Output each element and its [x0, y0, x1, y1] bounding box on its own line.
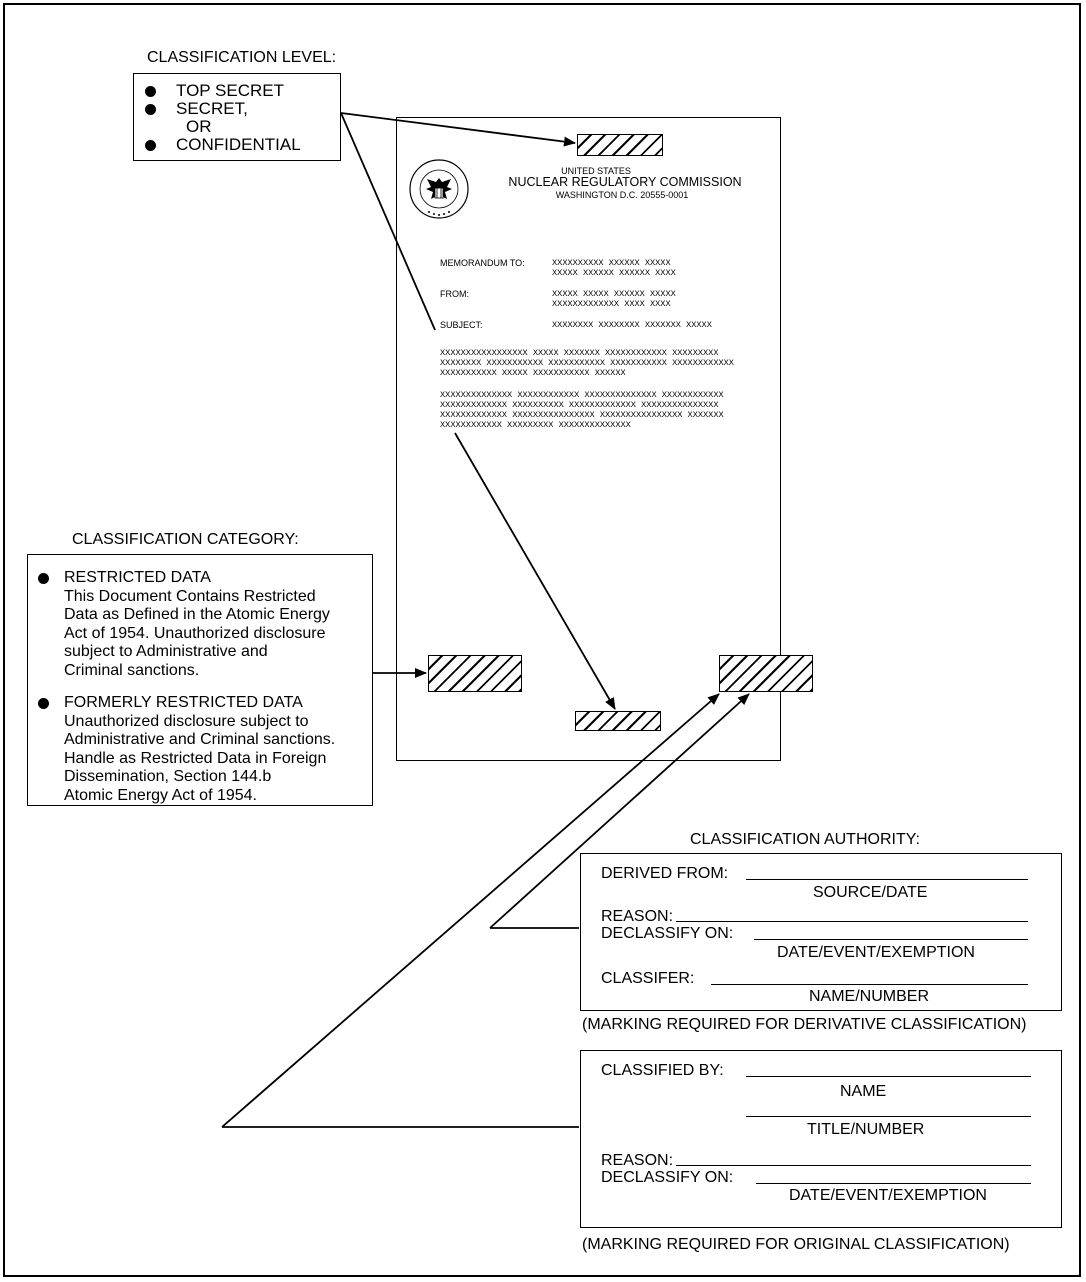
memo-to-label: MEMORANDUM TO:: [440, 258, 525, 268]
category-title: CLASSIFICATION CATEGORY:: [72, 531, 299, 548]
memo-from-line: XXXXXXXXXXXXX XXXX XXXX: [552, 299, 671, 309]
memo-to-line: XXXXXXXXXX XXXXXX XXXXX: [552, 258, 671, 268]
derivative-authority-box: DERIVED FROM: SOURCE/DATE REASON: DECLAS…: [580, 853, 1062, 1011]
bullet: [145, 104, 156, 115]
rd-line: Data as Defined in the Atomic Energy: [64, 606, 330, 623]
memo-subject-line: XXXXXXXX XXXXXXXX XXXXXXX XXXXX: [552, 320, 712, 330]
reason-label: REASON:: [601, 908, 674, 925]
declassify-on-label: DECLASSIFY ON:: [601, 1169, 734, 1186]
category-marking-placeholder: [428, 655, 522, 692]
authority-marking-placeholder: [719, 655, 813, 692]
memo-para2-line: XXXXXXXXXXXX XXXXXXXXX XXXXXXXXXXXXXX: [440, 420, 631, 430]
bullet: [145, 140, 156, 151]
reason-label: REASON:: [601, 1152, 674, 1169]
frd-line: Unauthorized disclosure subject to: [64, 712, 309, 730]
bullet: [145, 86, 156, 97]
date-event-exemption-label: DATE/EVENT/EXEMPTION: [777, 944, 975, 961]
frd-line: Administrative and Criminal sanctions.: [64, 731, 336, 748]
level-item-secret: SECRET,: [176, 99, 248, 118]
declassify-on-line: [756, 1183, 1031, 1184]
diagram-frame: [3, 3, 1081, 1277]
memo-subject-label: SUBJECT:: [440, 320, 483, 330]
rd-heading: RESTRICTED DATA: [64, 569, 211, 586]
derived-from-label: DERIVED FROM:: [601, 865, 729, 882]
level-box: TOP SECRET SECRET, OR CONFIDENTIAL: [133, 73, 341, 161]
level-title: CLASSIFICATION LEVEL:: [147, 49, 337, 66]
title-number-line: [746, 1116, 1031, 1117]
memo-para1-line: XXXXXXXXXXX XXXXX XXXXXXXXXXX XXXXXX: [440, 368, 626, 378]
name-label: NAME: [840, 1083, 887, 1100]
frd-line: Handle as Restricted Data in Foreign: [64, 749, 327, 767]
reason-line: [676, 1165, 1031, 1166]
reason-line: [676, 921, 1028, 922]
bottom-marking-placeholder: [575, 711, 661, 731]
derived-from-line: [746, 879, 1028, 880]
memo-para1-line: XXXXXXXXXXXXXXXXX XXXXX XXXXXXX XXXXXXXX…: [440, 348, 719, 358]
memo-to-line: XXXXX XXXXXX XXXXXX XXXX: [552, 268, 676, 278]
memo-para2-line: XXXXXXXXXXXXXX XXXXXXXXXXXX XXXXXXXXXXXX…: [440, 390, 724, 400]
memo-para1-line: XXXXXXXX XXXXXXXXXXX XXXXXXXXXXX XXXXXXX…: [440, 358, 734, 368]
bullet: [38, 573, 49, 584]
date-event-exemption-label: DATE/EVENT/EXEMPTION: [789, 1187, 987, 1204]
category-box: RESTRICTED DATA This Document Contains R…: [27, 554, 373, 806]
rd-line: This Document Contains Restricted: [64, 587, 316, 605]
frd-line: Dissemination, Section 144.b: [64, 768, 272, 785]
level-item-confidential: CONFIDENTIAL: [176, 135, 301, 154]
classified-by-line: [746, 1076, 1031, 1077]
rd-line: Act of 1954. Unauthorized disclosure: [64, 624, 326, 642]
memo-from-line: XXXXX XXXXX XXXXXX XXXXX: [552, 289, 676, 299]
rd-line: subject to Administrative and: [64, 643, 268, 660]
classifier-label: CLASSIFER:: [601, 970, 695, 987]
frd-line: Atomic Energy Act of 1954.: [64, 786, 257, 804]
derivative-note: (MARKING REQUIRED FOR DERIVATIVE CLASSIF…: [582, 1016, 1027, 1033]
memo-para2-line: XXXXXXXXXXXXX XXXXXXXXXX XXXXXXXXXXXXX X…: [440, 400, 719, 410]
frd-heading: FORMERLY RESTRICTED DATA: [64, 694, 303, 711]
source-date-label: SOURCE/DATE: [813, 884, 928, 901]
bullet: [38, 698, 49, 709]
authority-title: CLASSIFICATION AUTHORITY:: [690, 831, 920, 848]
memo-para2-line: XXXXXXXXXXXXX XXXXXXXXXXXXXXXX XXXXXXXXX…: [440, 410, 724, 420]
original-authority-box: CLASSIFIED BY: NAME TITLE/NUMBER REASON:…: [580, 1050, 1062, 1228]
level-item-top-secret: TOP SECRET: [176, 81, 285, 100]
level-item-or: OR: [186, 117, 212, 136]
nrc-seal-icon: [409, 159, 469, 219]
classifier-line: [711, 984, 1028, 985]
classified-by-label: CLASSIFIED BY:: [601, 1062, 724, 1079]
name-number-label: NAME/NUMBER: [809, 988, 930, 1005]
declassify-on-label: DECLASSIFY ON:: [601, 925, 734, 942]
top-marking-placeholder: [577, 134, 663, 156]
title-number-label: TITLE/NUMBER: [807, 1121, 925, 1138]
original-note: (MARKING REQUIRED FOR ORIGINAL CLASSIFIC…: [582, 1236, 1010, 1253]
rd-line: Criminal sanctions.: [64, 661, 200, 679]
declassify-on-line: [754, 939, 1028, 940]
memo-from-label: FROM:: [440, 289, 469, 299]
